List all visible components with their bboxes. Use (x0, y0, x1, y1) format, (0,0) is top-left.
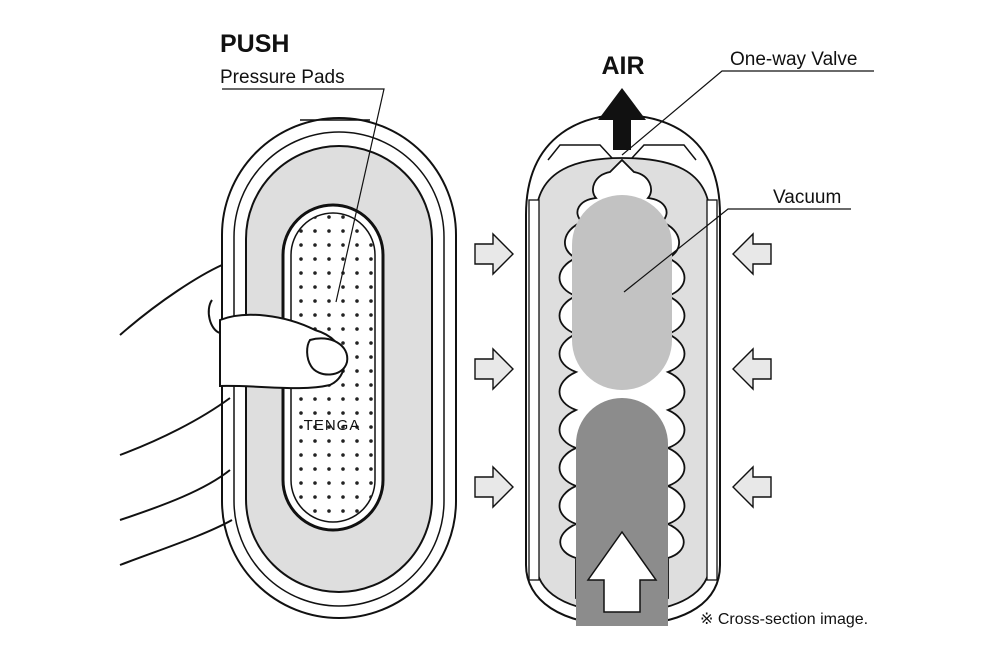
vacuum-region (572, 195, 672, 390)
pressure-arrow (732, 347, 772, 391)
pressure-arrow (474, 465, 514, 509)
pressure-arrow (474, 347, 514, 391)
vacuum-label: Vacuum (773, 187, 841, 208)
finger-4 (119, 519, 233, 566)
finger-1 (207, 299, 221, 334)
air-arrow (598, 88, 646, 150)
pressure-pads-label: Pressure Pads (220, 67, 345, 88)
cross-section-note: ※ Cross-section image. (700, 611, 868, 628)
one-way-valve-leader (621, 70, 874, 156)
brand-logo: TENGA (304, 417, 361, 434)
pressure-arrows-right (732, 232, 772, 509)
top-cap-mechanism (547, 144, 697, 161)
pressure-arrows-left (474, 232, 514, 509)
air-label: AIR (601, 52, 644, 80)
insertion-arrow (586, 530, 658, 613)
push-label: PUSH (220, 30, 289, 58)
pressure-pads-leader (222, 88, 385, 303)
finger-3 (119, 469, 231, 521)
side-panel-right (706, 199, 718, 581)
hand-illustration (119, 264, 349, 566)
finger-2 (119, 397, 231, 456)
pressure-arrow (732, 465, 772, 509)
one-way-valve-label: One-way Valve (730, 49, 857, 70)
pressure-arrow (732, 232, 772, 276)
device-cross-section (525, 113, 721, 627)
side-panel-left (528, 199, 540, 581)
hand-back (119, 264, 223, 336)
pressure-arrow (474, 232, 514, 276)
thumbnail (306, 337, 349, 376)
vacuum-leader (623, 208, 851, 293)
